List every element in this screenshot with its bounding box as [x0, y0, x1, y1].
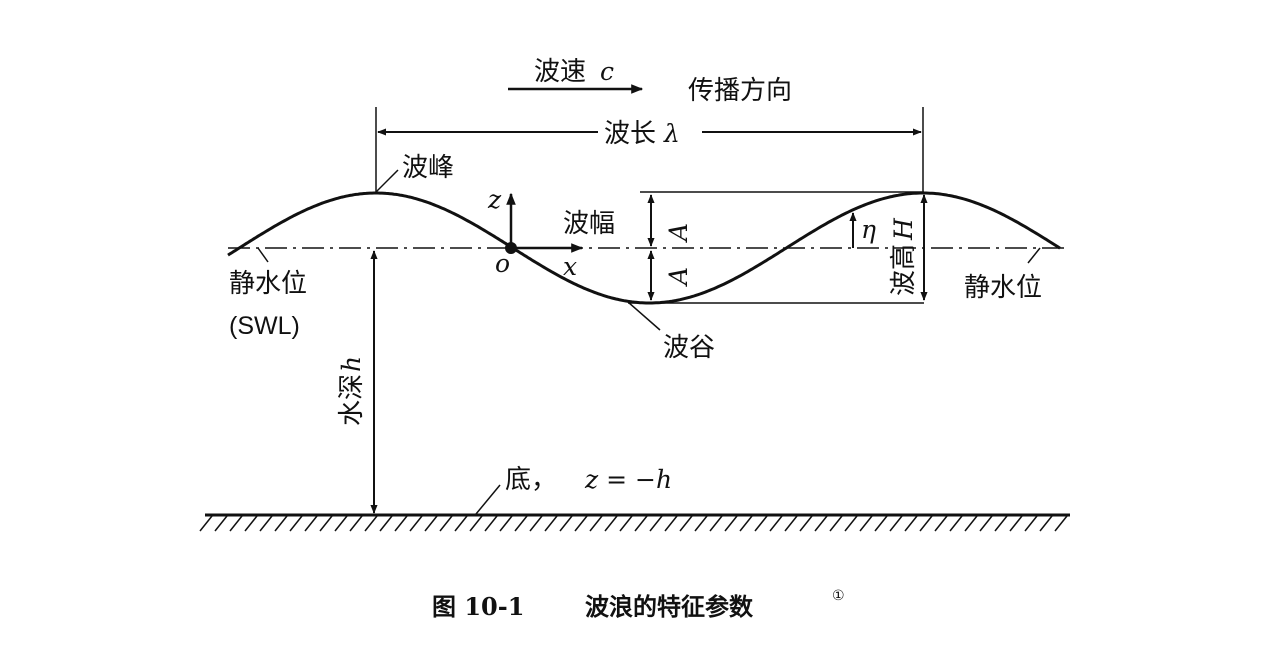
hatch-line [799, 515, 813, 532]
hatch-line [649, 515, 663, 532]
hatch-line [754, 515, 768, 532]
hatch-line [214, 515, 228, 532]
hatch-line [559, 515, 573, 532]
hatch-line [244, 515, 258, 532]
hatch-line [439, 515, 453, 532]
hatch-line [454, 515, 468, 532]
crest-leader-line [373, 169, 399, 195]
hatch-line [769, 515, 783, 532]
hatch-line [289, 515, 303, 532]
hatch-line [964, 515, 978, 532]
hatch-line [859, 515, 873, 532]
bottom-label: 底， [505, 465, 557, 495]
hatch-line [979, 515, 993, 532]
propagation-direction-label: 传播方向 [688, 76, 792, 106]
hatch-line [484, 515, 498, 532]
hatch-line [529, 515, 543, 532]
svg-text:水深: 水深 [337, 374, 367, 426]
amplitude-symbol-upper: A [664, 223, 693, 243]
amplitude-symbol-lower: A [664, 267, 693, 287]
wave-height-label: 波高 H [889, 217, 919, 296]
hatch-line [499, 515, 513, 532]
hatch-line [229, 515, 243, 532]
crest-label: 波峰 [402, 153, 454, 183]
hatch-line [934, 515, 948, 532]
hatch-line [889, 515, 903, 532]
hatch-line [349, 515, 363, 532]
svg-text:h: h [337, 356, 366, 372]
hatch-line [544, 515, 558, 532]
hatch-line [364, 515, 378, 532]
hatch-line [604, 515, 618, 532]
swl-left-leader-line [257, 247, 269, 263]
hatch-line [409, 515, 423, 532]
hatch-line [709, 515, 723, 532]
hatch-line [319, 515, 333, 532]
z-axis-label: z [487, 185, 502, 214]
hatch-line [259, 515, 273, 532]
origin-point [505, 242, 517, 254]
hatch-line [739, 515, 753, 532]
trough-leader-line [627, 301, 661, 331]
hatch-line [469, 515, 483, 532]
hatch-line [1009, 515, 1023, 532]
hatch-line [664, 515, 678, 532]
wave-speed-symbol: c [600, 57, 614, 86]
hatch-line [1054, 515, 1068, 532]
trough-label: 波谷 [663, 333, 715, 363]
hatch-line [334, 515, 348, 532]
x-axis-label: x [563, 252, 577, 281]
hatch-line [919, 515, 933, 532]
bottom-leader-line [475, 484, 501, 515]
water-depth-label: 水深 h [337, 356, 367, 426]
swl-right-leader-line [1027, 247, 1041, 264]
swl-left-label: 静水位 [229, 269, 307, 299]
hatch-line [784, 515, 798, 532]
hatch-line [199, 515, 213, 532]
eta-label: η [861, 215, 876, 244]
svg-text:波高: 波高 [889, 244, 919, 296]
hatch-line [274, 515, 288, 532]
wavelength-symbol: λ [663, 119, 680, 148]
hatch-line [589, 515, 603, 532]
hatch-line [904, 515, 918, 532]
sea-bottom-hatching [199, 515, 1068, 532]
wave-speed-label: 波速 [534, 57, 586, 87]
bottom-equation: z = −h [584, 465, 672, 494]
hatch-line [694, 515, 708, 532]
hatch-line [634, 515, 648, 532]
hatch-line [424, 515, 438, 532]
hatch-line [829, 515, 843, 532]
hatch-line [724, 515, 738, 532]
hatch-line [949, 515, 963, 532]
wavelength-label: 波长 [604, 119, 656, 149]
hatch-line [1039, 515, 1053, 532]
hatch-line [844, 515, 858, 532]
hatch-line [679, 515, 693, 532]
origin-label: o [495, 249, 510, 278]
hatch-line [619, 515, 633, 532]
hatch-line [514, 515, 528, 532]
hatch-line [874, 515, 888, 532]
hatch-line [379, 515, 393, 532]
hatch-line [304, 515, 318, 532]
hatch-line [814, 515, 828, 532]
hatch-line [574, 515, 588, 532]
swl-abbrev-label: (SWL) [229, 312, 300, 340]
figure-number: 图 10-1 [432, 592, 524, 621]
hatch-line [1024, 515, 1038, 532]
hatch-line [994, 515, 1008, 532]
swl-right-label: 静水位 [964, 273, 1042, 303]
amplitude-label: 波幅 [563, 209, 615, 239]
svg-text:H: H [889, 217, 918, 241]
hatch-line [394, 515, 408, 532]
figure-title: 波浪的特征参数 [585, 592, 754, 621]
footnote-mark: ① [832, 588, 845, 604]
